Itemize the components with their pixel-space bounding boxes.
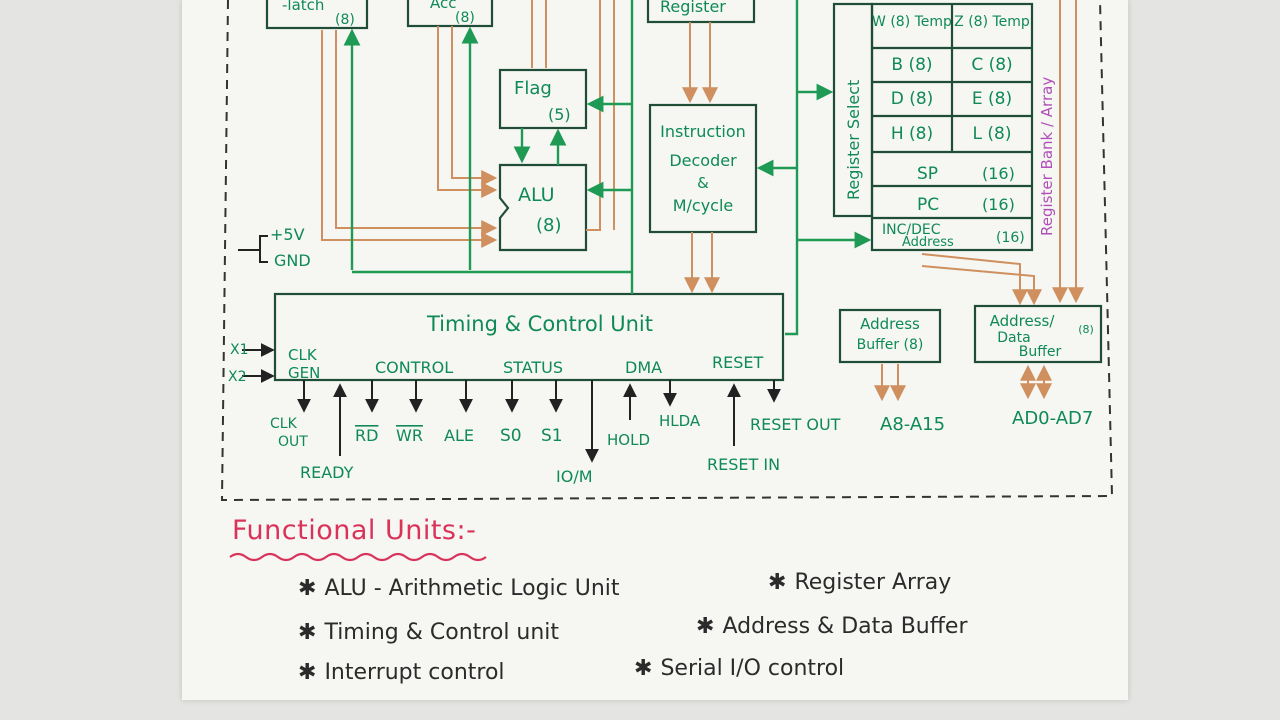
register-cell-0-1: Z (8) Temp	[954, 14, 1030, 30]
reset-in-label: RESET IN	[707, 455, 780, 474]
functional-units-heading: Functional Units:-	[232, 515, 477, 546]
sp-bits: (16)	[982, 164, 1015, 183]
address-buffer-line-2: Buffer (8)	[857, 337, 924, 353]
register-cell-0-0: W (8) Temp	[872, 14, 952, 30]
reset-group-label: RESET	[712, 353, 763, 372]
status-group-label: STATUS	[503, 358, 563, 377]
rd-label: RD	[355, 426, 378, 445]
ale-label: ALE	[444, 426, 474, 445]
data-buffer-line-1: Address/	[990, 312, 1056, 330]
hlda-label: HLDA	[659, 412, 701, 430]
functional-unit-label: Interrupt control	[324, 660, 505, 685]
address-buffer-line-1: Address	[860, 315, 920, 333]
pc-label: PC	[917, 195, 939, 215]
latch-bits: (8)	[335, 12, 355, 28]
power-5v-label: +5V	[270, 225, 305, 244]
decoder-line-1: Instruction	[660, 122, 746, 141]
data-buffer-block	[973, 304, 1103, 364]
functional-unit-item: ✱ Address & Data Buffer	[696, 614, 968, 639]
x2-label: X2	[228, 369, 247, 385]
heading-underline	[229, 552, 487, 562]
incdec-label: INC/DEC	[882, 222, 941, 238]
dma-group-label: DMA	[625, 358, 662, 377]
instruction-register-label: Register	[660, 0, 726, 16]
alu-block	[498, 163, 588, 252]
wr-label: WR	[396, 426, 423, 445]
incdec-bits: (16)	[996, 230, 1025, 246]
functional-unit-item: ✱ ALU - Arithmetic Logic Unit	[298, 576, 620, 601]
acc-bits: (8)	[455, 10, 475, 26]
flag-block	[498, 68, 588, 130]
data-buffer-line-2: Data	[997, 330, 1030, 346]
asterisk-icon: ✱	[696, 614, 715, 639]
gnd-label: GND	[274, 251, 311, 270]
chip-boundary	[220, 0, 1114, 502]
decoder-line-3: &	[697, 174, 709, 192]
address-buffer-block	[838, 308, 942, 364]
functional-unit-item: ✱ Serial I/O control	[634, 656, 844, 681]
data-bus-label: AD0-AD7	[1012, 408, 1093, 429]
functional-unit-item: ✱ Register Array	[768, 570, 951, 595]
temp-latch-block	[265, 0, 369, 30]
flag-label: Flag	[514, 78, 552, 99]
timing-control-block	[273, 292, 785, 382]
instruction-decoder-block	[648, 103, 758, 234]
clk-label: CLK	[288, 346, 318, 364]
asterisk-icon: ✱	[298, 576, 317, 601]
register-cell-1-1: C (8)	[971, 55, 1012, 75]
asterisk-icon: ✱	[298, 660, 317, 685]
latch-label: -latch	[282, 0, 324, 14]
accumulator-block	[406, 0, 494, 28]
io-m-label: IO/M	[556, 467, 593, 486]
s1-label: S1	[541, 426, 563, 446]
clk-out-label-2: OUT	[278, 434, 308, 450]
address-bus-label: A8-A15	[880, 414, 945, 435]
register-cell-1-0: B (8)	[891, 55, 932, 75]
register-cell-3-1: L (8)	[973, 124, 1012, 144]
decoder-line-4: M/cycle	[673, 196, 734, 215]
timing-control-label: Timing & Control Unit	[426, 312, 653, 336]
instruction-register-block	[646, 0, 756, 24]
pc-bits: (16)	[982, 195, 1015, 214]
gen-label: GEN	[288, 364, 320, 382]
hold-label: HOLD	[607, 431, 650, 449]
data-buffer-line-3: Buffer	[1019, 344, 1062, 360]
functional-unit-label: Register Array	[794, 570, 952, 595]
decoder-line-2: Decoder	[669, 151, 737, 170]
functional-unit-item: ✱ Interrupt control	[298, 660, 505, 685]
alu-label: ALU	[518, 184, 555, 206]
functional-unit-label: Serial I/O control	[660, 656, 845, 681]
asterisk-icon: ✱	[634, 656, 653, 681]
signal-arrows	[297, 380, 781, 463]
functional-unit-item: ✱ Timing & Control unit	[298, 620, 559, 645]
orange-data-paths	[321, 0, 1084, 402]
x1-label: X1	[230, 342, 249, 358]
register-bank-label: Register Bank / Array	[1038, 77, 1056, 236]
data-buffer-bits: (8)	[1078, 323, 1094, 336]
alu-bits: (8)	[536, 215, 562, 236]
incdec-address-label: Address	[902, 235, 954, 250]
clk-out-label-1: CLK	[270, 416, 298, 432]
register-select-label: Register Select	[844, 80, 863, 200]
register-cell-2-0: D (8)	[891, 89, 934, 109]
asterisk-icon: ✱	[768, 570, 787, 595]
ready-label: READY	[300, 463, 354, 482]
sp-label: SP	[917, 164, 938, 184]
flag-bits: (5)	[548, 105, 571, 124]
functional-unit-label: Address & Data Buffer	[722, 614, 968, 639]
acc-label: Acc	[430, 0, 457, 12]
asterisk-icon: ✱	[298, 620, 317, 645]
register-cell-2-1: E (8)	[972, 89, 1012, 109]
control-group-label: CONTROL	[375, 358, 453, 377]
functional-unit-label: Timing & Control unit	[324, 620, 560, 645]
reset-out-label: RESET OUT	[750, 415, 841, 434]
register-cell-3-0: H (8)	[891, 124, 933, 144]
s0-label: S0	[500, 426, 522, 446]
functional-unit-label: ALU - Arithmetic Logic Unit	[324, 576, 620, 601]
green-control-paths	[343, 0, 872, 336]
